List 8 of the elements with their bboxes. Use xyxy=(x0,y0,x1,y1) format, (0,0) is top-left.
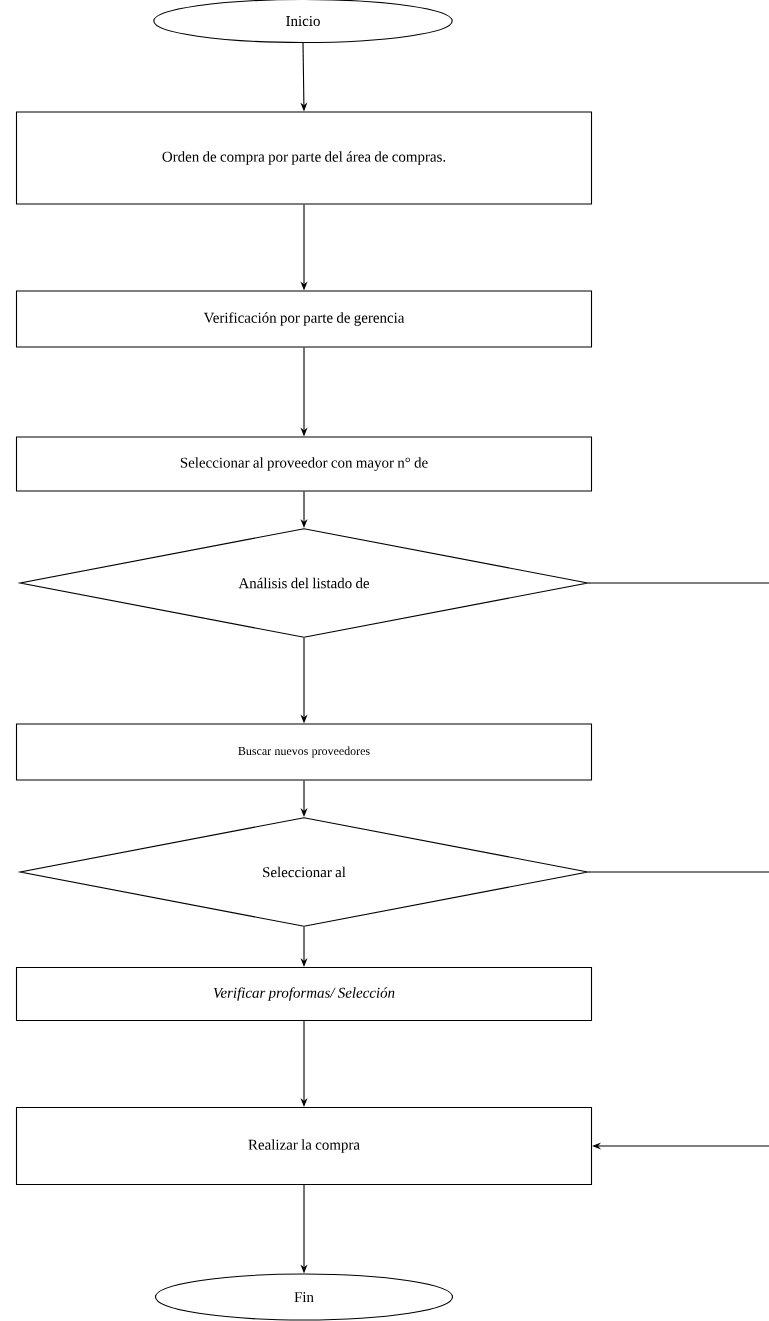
process-box: Verificación por parte de gerencia xyxy=(15,290,593,348)
process-box: Orden de compra por parte del área de compras. xyxy=(15,111,593,205)
process-box: Verificar proformas/ Selección xyxy=(15,966,593,1022)
process-box: Realizar la compra xyxy=(15,1106,593,1186)
connector-line xyxy=(588,871,769,873)
connector-line xyxy=(588,582,769,584)
process-box: Buscar nuevos proveedores xyxy=(15,723,593,781)
process-box: Seleccionar al proveedor con mayor n° de xyxy=(15,436,593,492)
